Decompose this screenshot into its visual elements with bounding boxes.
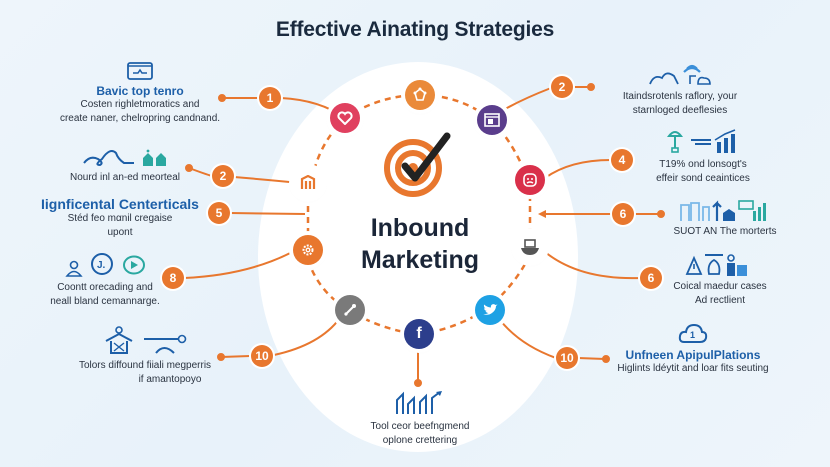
gear-icon xyxy=(302,244,314,256)
left-block-2: Nourd inl an-ed meorteal xyxy=(50,145,200,185)
step-badge-right-6a: 6 xyxy=(612,203,634,225)
cart-icon xyxy=(521,239,539,255)
cart-node[interactable] xyxy=(515,232,545,262)
alert-people-icon xyxy=(685,254,747,276)
step-badge-right-10: 10 xyxy=(556,347,578,369)
step-badge-right-6b: 6 xyxy=(640,267,662,289)
left-block-5-heading: Iignficental Centerticals xyxy=(41,196,199,212)
gear-node[interactable] xyxy=(293,235,323,265)
right-block-4-line2: effeir sond ceaintices xyxy=(656,173,750,184)
right-block-6b: Coical maedur cases Ad rectlient xyxy=(655,252,785,308)
step-badge-right-4: 4 xyxy=(611,149,633,171)
satellite-node[interactable] xyxy=(335,295,365,325)
svg-text:J.: J. xyxy=(97,260,106,271)
cloud-signal-icon xyxy=(649,64,711,85)
browser-chart-icon xyxy=(127,62,153,80)
houses-icon xyxy=(143,149,166,166)
slider-tool-icon xyxy=(144,334,187,354)
left-block-1-line2: create naner, chelropring candnand. xyxy=(59,113,221,124)
right-block-2-line2: starnloged deeflesies xyxy=(632,105,728,116)
heart-node[interactable] xyxy=(330,103,360,133)
left-block-10-line2: if amantopoyo xyxy=(138,374,202,385)
left-block-10-line1: Tolors diffound fiiali megperris xyxy=(78,360,212,371)
browser-node[interactable] xyxy=(477,105,507,135)
center-title-line1: Inbound xyxy=(370,214,470,242)
heart-icon xyxy=(337,111,353,125)
bulb-pin-icon xyxy=(667,131,683,153)
right-block-10: 1 Unfneen ApipulPlations Higlints ldéyti… xyxy=(608,322,778,376)
step-badge-left-8: 8 xyxy=(162,267,184,289)
star-network-icon xyxy=(413,87,427,101)
bottom-block-line1: Tool ceor beefngmend xyxy=(370,421,470,432)
star-network-node[interactable] xyxy=(405,80,435,110)
browser-window-icon xyxy=(484,113,500,127)
right-block-4: T19% ond lonsogt's effeir sond ceaintice… xyxy=(628,128,778,186)
facebook-node[interactable]: f xyxy=(404,319,434,349)
left-block-5-line2: upont xyxy=(107,227,133,238)
right-block-10-line1: Higlints ldéytit and loar fits seuting xyxy=(617,363,769,374)
right-block-6b-line1: Coical maedur cases xyxy=(673,281,767,292)
left-block-1: Bavic top tenro Costen righletmoratics a… xyxy=(40,62,240,126)
magento-icon xyxy=(300,175,316,189)
contact-icon: J. xyxy=(91,253,113,275)
right-block-10-heading: Unfneen ApipulPlations xyxy=(625,348,761,362)
growth-chart-icon xyxy=(691,129,736,153)
twitter-icon xyxy=(483,304,498,315)
step-badge-left-5: 5 xyxy=(208,202,230,224)
video-chat-icon xyxy=(123,255,145,275)
bottom-block: Tool ceor beefngmend oplone crettering xyxy=(350,390,490,448)
left-block-1-heading: Bavic top tenro xyxy=(96,84,184,98)
left-block-8: J. Coontt orecading and neall bland cema… xyxy=(35,253,175,309)
bar-trend-icon xyxy=(396,391,442,414)
target-check-icon xyxy=(383,128,455,203)
step-badge-left-10: 10 xyxy=(251,345,273,367)
left-block-1-line1: Costen righletmoratics and xyxy=(80,99,200,110)
left-block-10: Tolors diffound fiiali megperris if aman… xyxy=(55,325,235,387)
twitter-node[interactable] xyxy=(475,295,505,325)
svg-text:1: 1 xyxy=(690,330,695,340)
wave-signature-icon xyxy=(83,150,134,167)
center-title-line2: Marketing xyxy=(360,246,480,274)
step-badge-right-2: 2 xyxy=(551,76,573,98)
face-node[interactable] xyxy=(515,165,545,195)
page-title: Effective Ainating Strategies xyxy=(275,18,555,41)
city-growth-icon xyxy=(680,200,766,221)
user-icon xyxy=(65,260,83,277)
right-block-2-line1: Itaindsrotenls raflory, your xyxy=(622,91,738,102)
left-block-5-line1: Stéd feo mαnil cregaise xyxy=(67,213,173,224)
left-block-8-line1: Coontt orecading and xyxy=(57,282,153,293)
right-block-2: Itaindsrotenls raflory, your starnloged … xyxy=(595,60,765,118)
bottom-block-line2: oplone crettering xyxy=(382,435,458,446)
right-block-6a-line1: SUOT AN The morterts xyxy=(673,226,777,237)
cloud-icon: 1 xyxy=(678,323,708,343)
step-badge-left-2: 2 xyxy=(212,165,234,187)
right-block-6b-line2: Ad rectlient xyxy=(694,295,746,306)
center-title: Inbound Marketing xyxy=(330,212,510,276)
left-block-2-line1: Nourd inl an-ed meorteal xyxy=(69,172,181,183)
facebook-icon: f xyxy=(416,325,422,342)
left-block-5: Iignficental Centerticals Stéd feo mαnil… xyxy=(30,196,210,240)
network-house-icon xyxy=(105,326,133,354)
satellite-icon xyxy=(344,304,356,316)
right-block-4-line1: T19% ond lonsogt's xyxy=(659,159,747,170)
magento-node[interactable] xyxy=(293,168,323,198)
step-badge-left-1: 1 xyxy=(259,87,281,109)
right-block-6a: SUOT AN The morterts xyxy=(665,197,785,239)
face-icon xyxy=(523,173,537,187)
left-block-8-line2: neall bland cemannarge. xyxy=(50,296,160,307)
